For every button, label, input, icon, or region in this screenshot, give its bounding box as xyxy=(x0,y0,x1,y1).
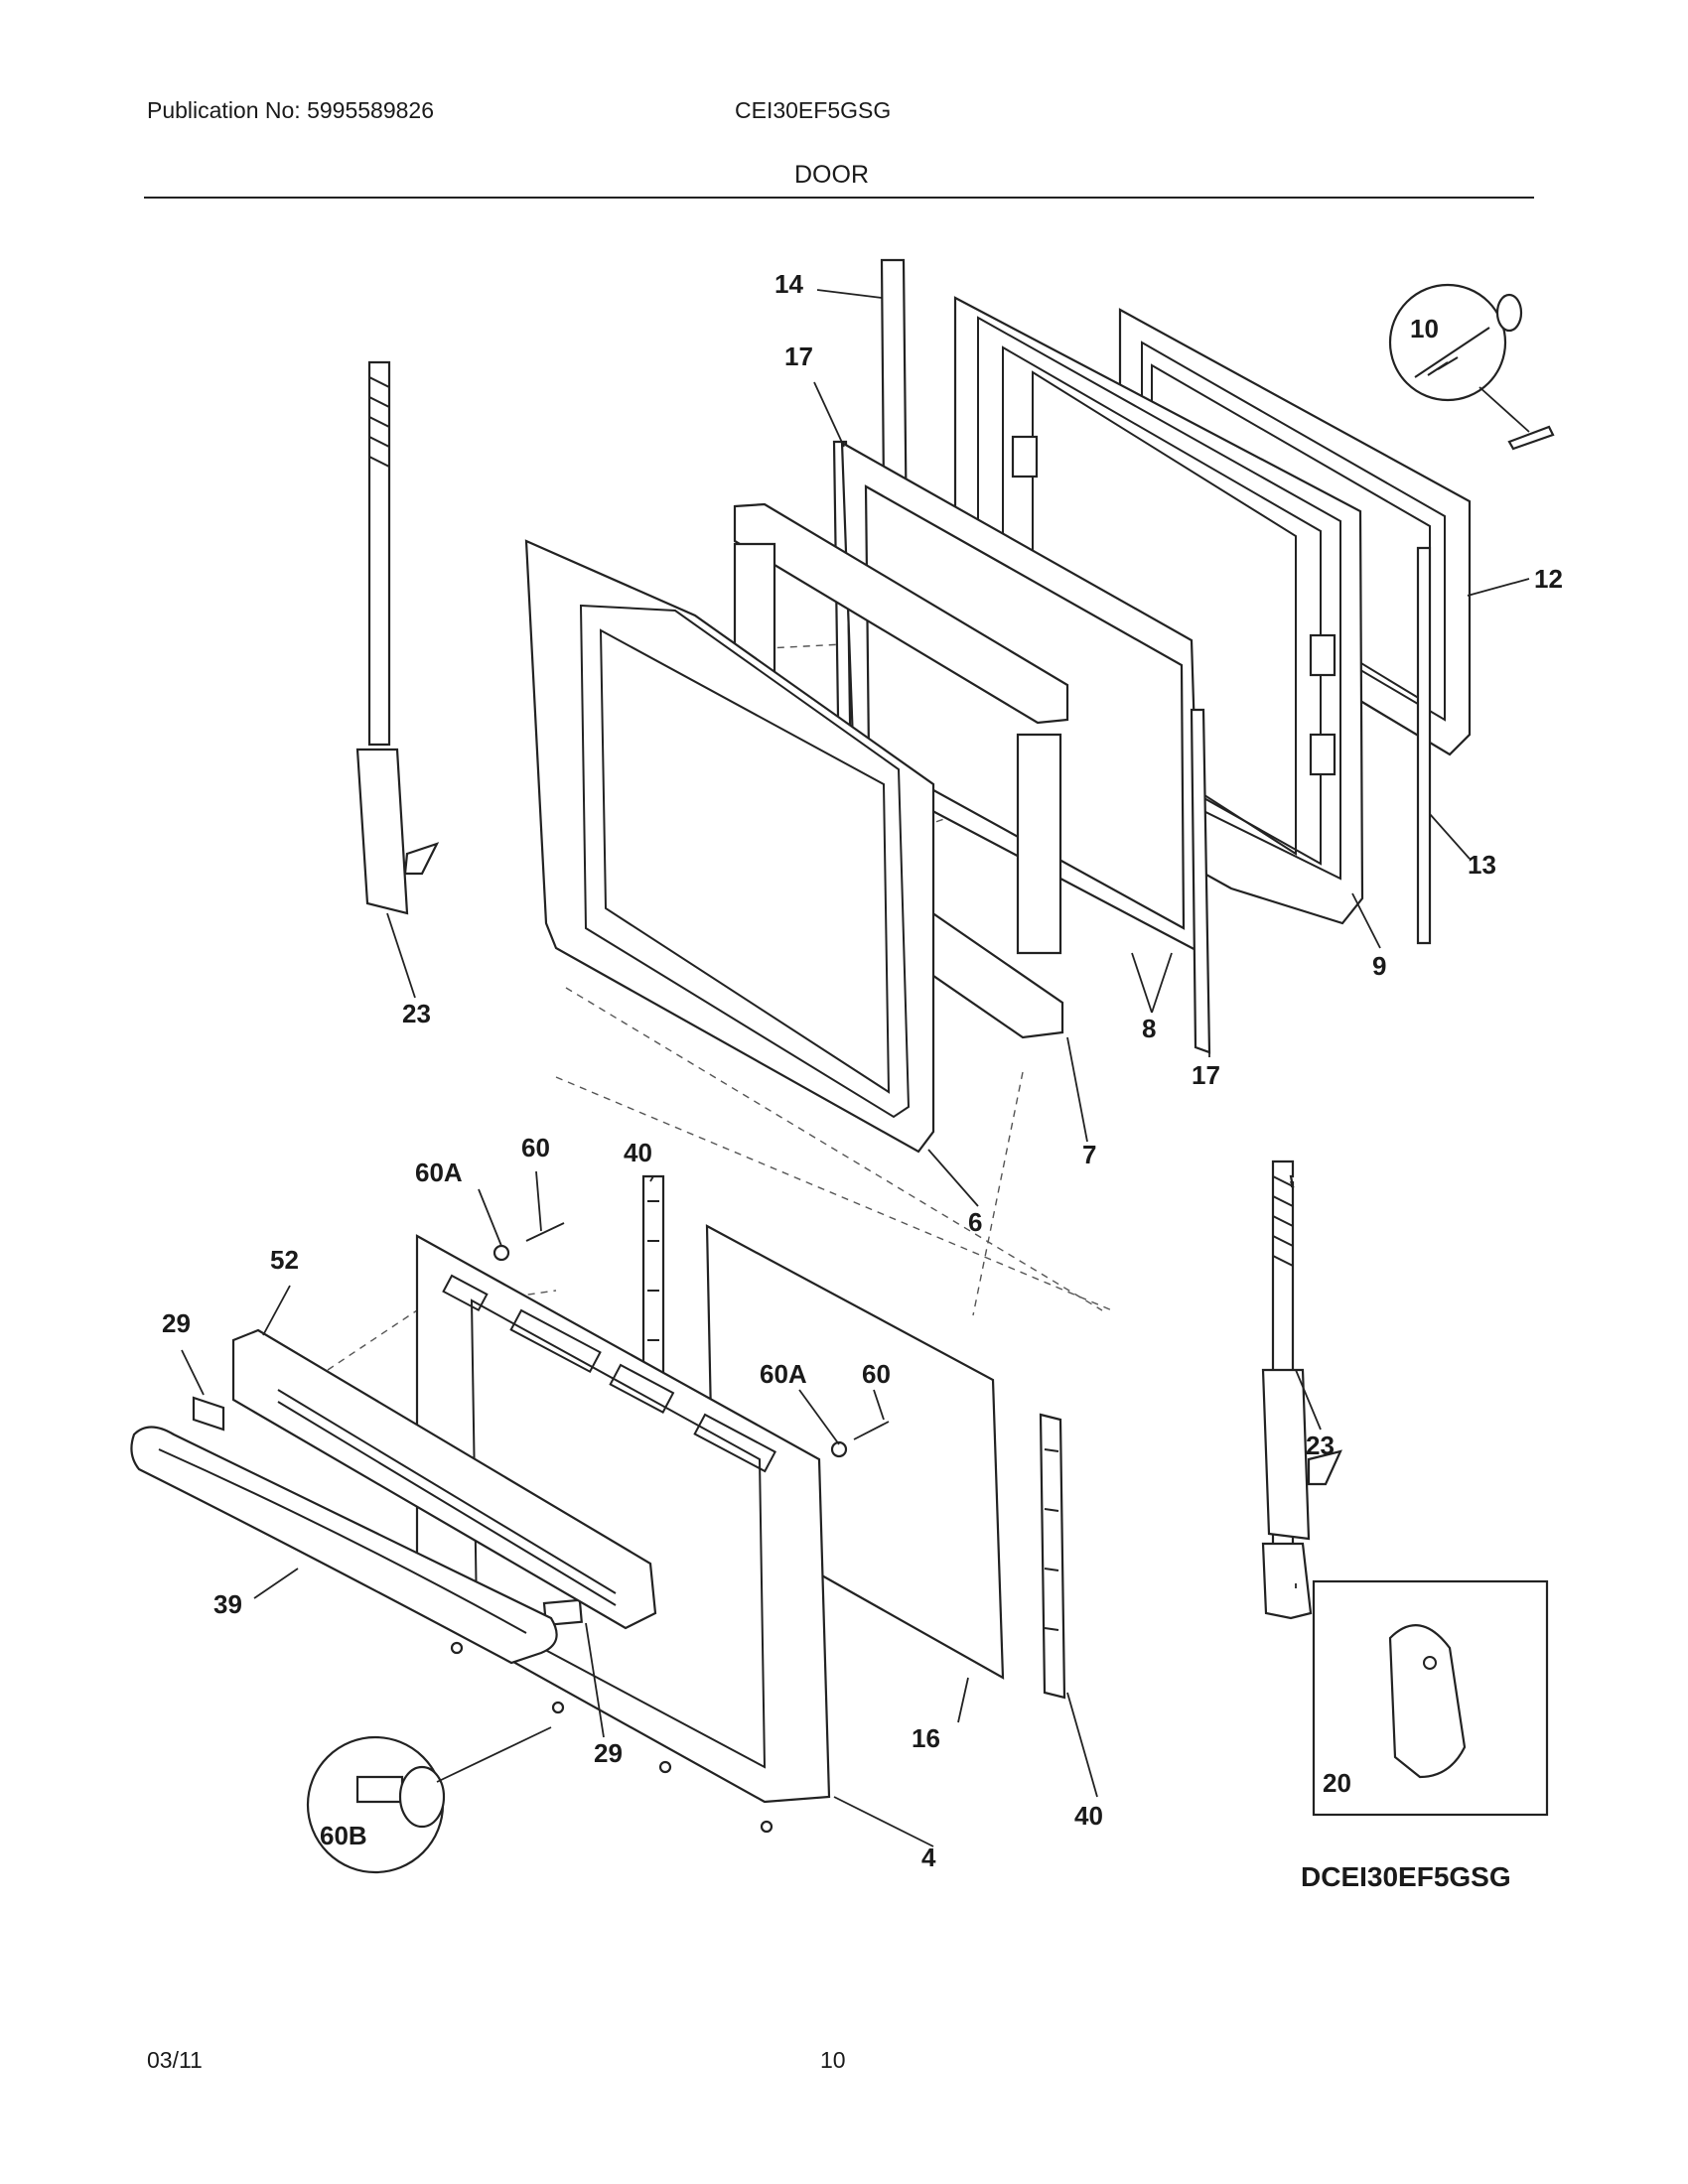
callout-12: 12 xyxy=(1534,564,1563,594)
screw-60-lower xyxy=(830,1421,890,1458)
callout-60A-upper: 60A xyxy=(415,1158,463,1187)
bracket-upper xyxy=(641,1174,665,1392)
callout-10: 10 xyxy=(1410,314,1439,343)
callout-9: 9 xyxy=(1372,951,1386,981)
model-number: CEI30EF5GSG xyxy=(735,97,892,123)
callout-60A-lower: 60A xyxy=(760,1359,807,1389)
callout-16: 16 xyxy=(912,1723,940,1753)
diagram-id-label: DCEI30EF5GSG xyxy=(1301,1861,1511,1892)
callout-6: 6 xyxy=(968,1207,982,1237)
callout-13: 13 xyxy=(1468,850,1496,880)
callout-60B: 60B xyxy=(320,1821,367,1850)
header-rule xyxy=(144,197,1534,199)
detail-circle-screw-10 xyxy=(1388,283,1555,451)
detail-circle-screw-60B xyxy=(306,1726,552,1874)
callout-20: 20 xyxy=(1323,1768,1351,1798)
callout-8: 8 xyxy=(1142,1014,1156,1043)
callout-14: 14 xyxy=(774,269,803,299)
callout-labels: 14 17 10 12 13 9 8 7 17 6 23 23 40 60 60… xyxy=(162,269,1563,1872)
hinge-right xyxy=(1261,1160,1342,1620)
publication-number: Publication No: 5995589826 xyxy=(147,97,435,123)
inset-box-part-20 xyxy=(1312,1579,1549,1817)
callout-60-upper: 60 xyxy=(521,1133,550,1162)
callout-23-left: 23 xyxy=(402,999,431,1028)
callout-60-lower: 60 xyxy=(862,1359,891,1389)
screws-bottom xyxy=(450,1641,774,1834)
vent-trim xyxy=(231,1328,657,1630)
callout-29-bottom: 29 xyxy=(594,1738,623,1768)
leader-lines xyxy=(181,289,1530,1847)
inner-door-panel xyxy=(524,539,935,1154)
bracket-lower xyxy=(1039,1413,1066,1700)
callout-7: 7 xyxy=(1082,1140,1096,1169)
small-bracket xyxy=(192,1396,225,1432)
callout-17-top: 17 xyxy=(784,341,813,371)
callout-17-bottom: 17 xyxy=(1192,1060,1220,1090)
callout-29-left: 29 xyxy=(162,1308,191,1338)
hinge-left xyxy=(355,360,440,915)
screw-60-upper xyxy=(492,1222,565,1262)
callout-23-right: 23 xyxy=(1306,1431,1335,1460)
door-handle xyxy=(130,1426,558,1665)
callout-40-top: 40 xyxy=(624,1138,652,1167)
footer-date: 03/11 xyxy=(147,2047,203,2073)
callout-52: 52 xyxy=(270,1245,299,1275)
callout-40-bottom: 40 xyxy=(1074,1801,1103,1831)
gasket-strip xyxy=(1416,546,1432,945)
section-title: DOOR xyxy=(794,161,869,189)
callout-39: 39 xyxy=(213,1589,242,1619)
callout-4: 4 xyxy=(921,1843,936,1872)
page-number: 10 xyxy=(820,2047,846,2073)
